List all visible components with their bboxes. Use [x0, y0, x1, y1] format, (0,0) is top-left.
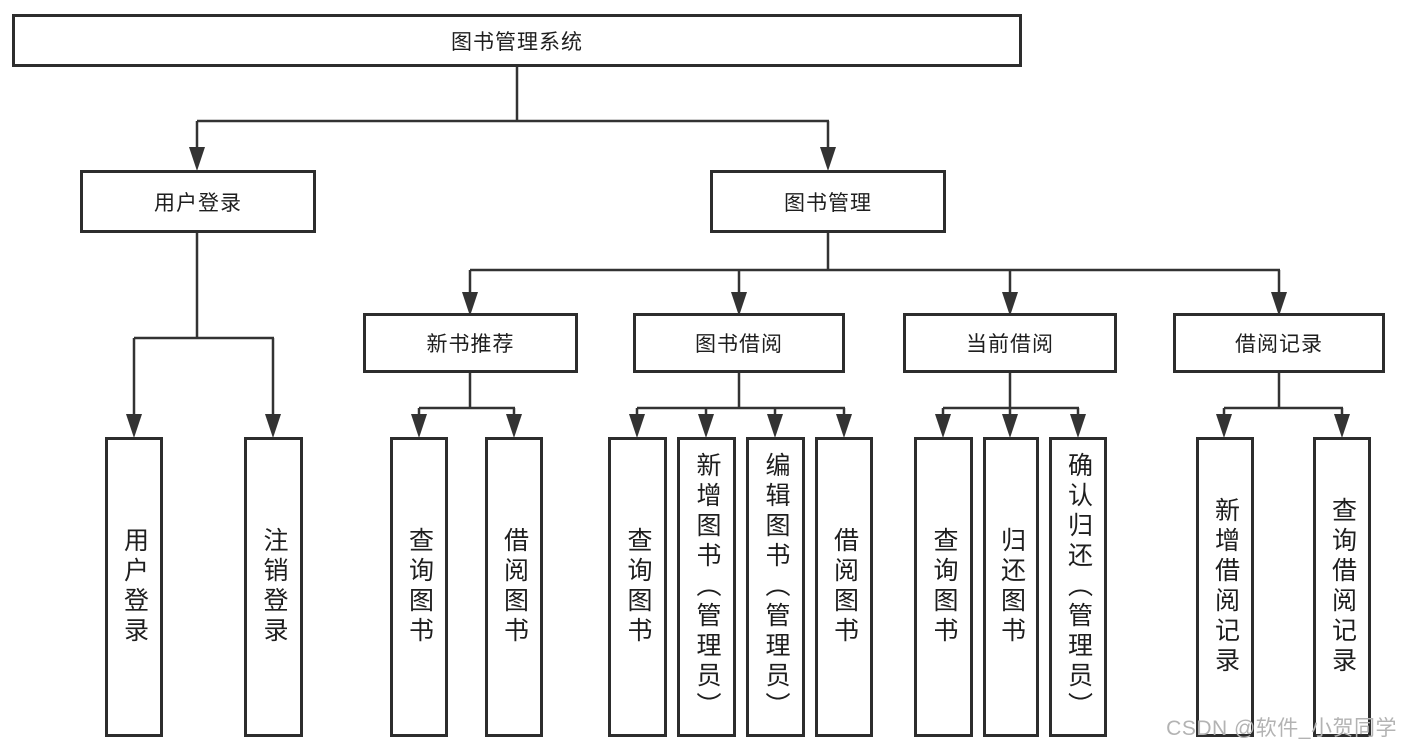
leaf-box-add-borrow-record: 新增借阅记录	[1196, 437, 1254, 737]
leaf-label-confirm-return-admin: 确认归还（管理员）	[1064, 452, 1093, 722]
connector-current-borrowing-group	[941, 371, 1080, 416]
leaf-label-add-borrow-record: 新增借阅记录	[1211, 497, 1240, 677]
leaf-label-user-login: 用户登录	[120, 527, 149, 647]
node-label-current-borrowing: 当前借阅	[966, 333, 1054, 356]
leaf-box-query-books-current: 查询图书	[914, 437, 973, 737]
leaf-label-logout: 注销登录	[260, 527, 288, 647]
arrowheads-user-login-group	[126, 414, 281, 438]
leaf-label-query-borrow-record: 查询借阅记录	[1328, 497, 1357, 677]
node-box-user-login: 用户登录	[80, 170, 316, 233]
node-box-current-borrowing: 当前借阅	[903, 313, 1117, 373]
leaf-box-add-books-admin: 新增图书（管理员）	[677, 437, 736, 737]
leaf-box-borrow-books-borrowing: 借阅图书	[815, 437, 873, 737]
leaf-label-borrow-books-borrowing: 借阅图书	[830, 527, 859, 647]
leaf-box-borrow-books-recommend: 借阅图书	[485, 437, 543, 737]
leaf-box-edit-books-admin: 编辑图书（管理员）	[746, 437, 805, 737]
leaf-label-query-books-current: 查询图书	[930, 527, 958, 647]
arrowheads-level3	[462, 292, 1287, 316]
connector-book-management-group	[468, 231, 1281, 293]
leaf-label-return-books: 归还图书	[997, 527, 1026, 647]
leaf-label-query-books-recommend: 查询图书	[405, 527, 434, 647]
connector-user-login-group	[132, 231, 275, 416]
leaf-label-add-books-admin: 新增图书（管理员）	[693, 452, 721, 722]
node-box-book-management: 图书管理	[710, 170, 946, 233]
connector-book-borrowing-group	[635, 371, 846, 416]
node-box-new-book-recommend: 新书推荐	[363, 313, 578, 373]
node-label-user-login: 用户登录	[154, 191, 242, 215]
leaf-box-query-books-recommend: 查询图书	[390, 437, 448, 737]
arrowheads-current-borrowing-group	[935, 414, 1086, 438]
node-label-book-management: 图书管理	[784, 191, 872, 215]
node-label-book-borrowing: 图书借阅	[695, 333, 783, 356]
arrowheads-new-book-group	[411, 414, 522, 438]
node-label-root: 图书管理系统	[451, 30, 583, 54]
connector-root-to-level2	[195, 66, 830, 149]
leaf-label-edit-books-admin: 编辑图书（管理员）	[762, 452, 790, 722]
leaf-box-return-books: 归还图书	[983, 437, 1039, 737]
node-box-root: 图书管理系统	[12, 14, 1022, 67]
leaf-box-query-borrow-record: 查询借阅记录	[1313, 437, 1371, 737]
leaf-box-logout: 注销登录	[244, 437, 303, 737]
arrowheads-level2	[189, 147, 836, 171]
arrowheads-book-borrowing-group	[629, 414, 852, 438]
leaf-label-borrow-books-recommend: 借阅图书	[500, 527, 529, 647]
csdn-watermark: CSDN @软件_小贺同学	[1166, 717, 1397, 740]
arrowheads-borrowing-records-group	[1216, 414, 1350, 438]
leaf-label-query-books-borrowing: 查询图书	[624, 527, 652, 647]
connector-borrowing-records-group	[1222, 371, 1344, 416]
leaf-box-confirm-return-admin: 确认归还（管理员）	[1049, 437, 1107, 737]
connector-new-book-group	[417, 371, 516, 416]
node-label-borrowing-records: 借阅记录	[1235, 333, 1323, 356]
node-label-new-book-recommend: 新书推荐	[426, 333, 515, 356]
node-box-borrowing-records: 借阅记录	[1173, 313, 1385, 373]
leaf-box-query-books-borrowing: 查询图书	[608, 437, 667, 737]
node-box-book-borrowing: 图书借阅	[633, 313, 845, 373]
leaf-box-user-login: 用户登录	[105, 437, 163, 737]
